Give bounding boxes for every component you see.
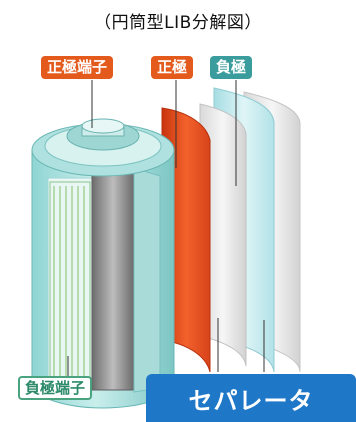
positive-terminal-label: 正極端子 — [41, 56, 114, 79]
negative-terminal-label: 負極端子 — [18, 376, 93, 400]
leader-lines — [67, 80, 265, 376]
electrode-roll-stripes — [53, 186, 85, 387]
diagram-title: （円筒型LIB分解図） — [94, 13, 262, 33]
separator-label: セパレータ — [146, 374, 356, 422]
top-cap — [31, 118, 175, 177]
inner-separator-sheet — [199, 103, 247, 367]
cylinder-can — [31, 149, 175, 409]
positive-electrode-label: 正極 — [151, 56, 194, 79]
negative-electrode-label: 負極 — [210, 56, 253, 79]
